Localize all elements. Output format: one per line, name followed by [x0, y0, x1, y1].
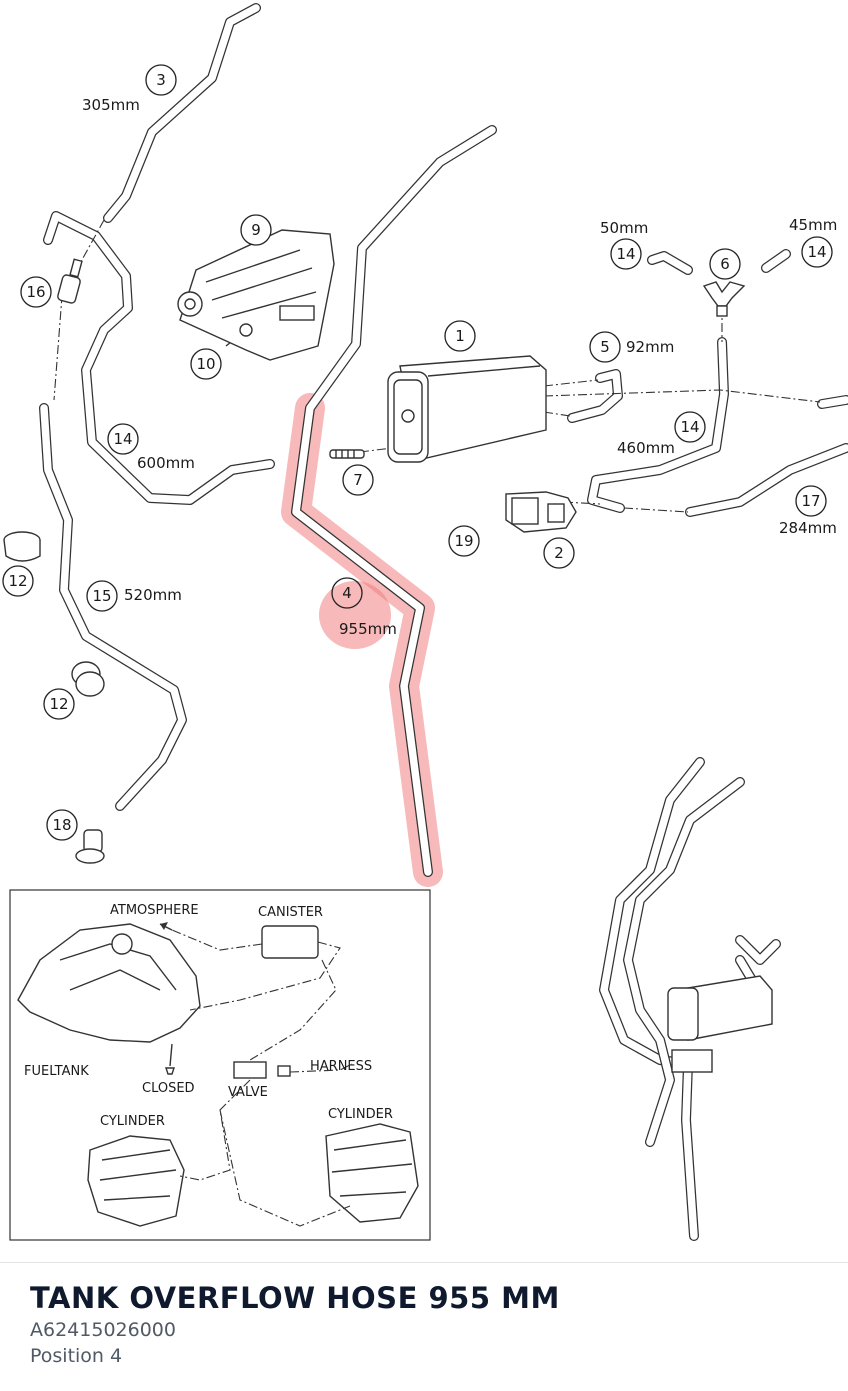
part-info-panel: TANK OVERFLOW HOSE 955 MM A62415026000 P… — [0, 1262, 848, 1391]
y-piece-part-6[interactable] — [702, 281, 746, 317]
callout-5[interactable]: 5 — [589, 331, 621, 363]
callout-18[interactable]: 18 — [46, 809, 78, 841]
svg-text:14: 14 — [807, 243, 826, 261]
label-fueltank: FUELTANK — [24, 1064, 89, 1079]
callout-4[interactable]: 4 — [331, 577, 363, 609]
callout-14-mid[interactable]: 14 — [674, 411, 706, 443]
svg-text:5: 5 — [600, 338, 610, 356]
label-atmosphere: ATMOSPHERE — [110, 903, 199, 918]
label-cylinder-right: CYLINDER — [328, 1107, 393, 1122]
callout-14-small-right[interactable]: 14 — [801, 236, 833, 268]
callout-12-bottom[interactable]: 12 — [43, 688, 75, 720]
svg-text:9: 9 — [251, 221, 261, 239]
label-valve: VALVE — [228, 1085, 268, 1100]
callout-1[interactable]: 1 — [444, 320, 476, 352]
part-title: TANK OVERFLOW HOSE 955 MM — [30, 1281, 560, 1315]
svg-text:18: 18 — [52, 816, 71, 834]
svg-text:12: 12 — [49, 695, 68, 713]
callout-14-left[interactable]: 14 — [107, 423, 139, 455]
clamp-part-12-top[interactable] — [3, 531, 41, 562]
hose-5 — [567, 369, 623, 423]
callout-7[interactable]: 7 — [342, 464, 374, 496]
hose-14-small-left — [647, 251, 693, 275]
hose-4[interactable] — [291, 125, 497, 877]
assembled-view — [599, 757, 781, 1241]
callout-6[interactable]: 6 — [709, 248, 741, 280]
hose-3 — [103, 3, 261, 223]
svg-text:7: 7 — [353, 471, 363, 489]
length-hose-14-small-right: 45mm — [789, 216, 837, 234]
callout-2[interactable]: 2 — [543, 537, 575, 569]
length-hose-14-mid: 460mm — [617, 439, 675, 457]
length-hose-14-left: 600mm — [137, 454, 195, 472]
svg-text:14: 14 — [680, 418, 699, 436]
svg-text:4: 4 — [342, 584, 352, 602]
length-hose-4: 955mm — [339, 620, 397, 638]
svg-text:14: 14 — [616, 245, 635, 263]
hose-17 — [685, 443, 848, 517]
length-hose-14-small-left: 50mm — [600, 219, 648, 237]
callout-3[interactable]: 3 — [145, 64, 177, 96]
svg-text:1: 1 — [455, 327, 465, 345]
svg-text:6: 6 — [720, 255, 730, 273]
label-cylinder-left: CYLINDER — [100, 1114, 165, 1129]
part-position: Position 4 — [30, 1345, 123, 1367]
svg-text:14: 14 — [113, 430, 132, 448]
screw-part-10[interactable] — [239, 323, 253, 337]
svg-text:16: 16 — [26, 283, 45, 301]
svg-text:19: 19 — [454, 532, 473, 550]
length-hose-5: 92mm — [626, 338, 674, 356]
length-hose-17: 284mm — [779, 519, 837, 537]
callout-15[interactable]: 15 — [86, 580, 118, 612]
svg-text:2: 2 — [554, 544, 564, 562]
bracket-part-9[interactable] — [177, 229, 335, 361]
length-hose-3: 305mm — [82, 96, 140, 114]
grommet-part-18[interactable] — [75, 829, 105, 864]
label-canister: CANISTER — [258, 905, 323, 920]
hose-14-mid — [587, 337, 729, 513]
svg-text:3: 3 — [156, 71, 166, 89]
schematic-box — [9, 889, 431, 1241]
part-number: A62415026000 — [30, 1319, 176, 1341]
svg-text:17: 17 — [801, 492, 820, 510]
hose-14-left — [43, 211, 275, 505]
svg-text:10: 10 — [196, 355, 215, 373]
callout-17[interactable]: 17 — [795, 485, 827, 517]
fitting-part-16[interactable] — [57, 258, 83, 304]
label-harness: HARNESS — [310, 1059, 372, 1074]
svg-text:15: 15 — [92, 587, 111, 605]
callout-14-small-left[interactable]: 14 — [610, 238, 642, 270]
parts-diagram: ATMOSPHERE CANISTER FUELTANK CLOSED VALV… — [2, 3, 848, 1241]
svg-text:12: 12 — [8, 572, 27, 590]
canister-part-1[interactable] — [387, 355, 547, 463]
hose-14-small-right — [761, 249, 791, 273]
length-hose-15: 520mm — [124, 586, 182, 604]
hose-right-stub — [817, 395, 848, 409]
callout-9[interactable]: 9 — [240, 214, 272, 246]
clamp-part-12-bottom[interactable] — [71, 661, 105, 697]
callout-19[interactable]: 19 — [448, 525, 480, 557]
connector-part-7[interactable] — [329, 449, 365, 459]
label-closed: CLOSED — [142, 1081, 195, 1096]
hose-15 — [39, 403, 187, 811]
valve-part-2[interactable] — [505, 491, 577, 533]
callout-10[interactable]: 10 — [190, 348, 222, 380]
callout-16[interactable]: 16 — [20, 276, 52, 308]
callout-12-top[interactable]: 12 — [2, 565, 34, 597]
